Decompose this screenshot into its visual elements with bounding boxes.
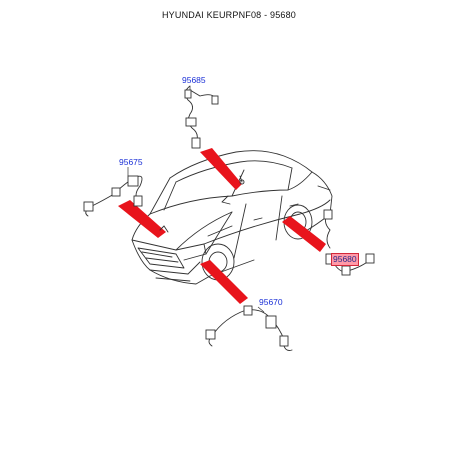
sensor-95675[interactable] [83,175,169,233]
car-illustration [131,150,333,285]
part-label-95685[interactable]: 95685 [182,75,206,85]
part-label-95670[interactable]: 95670 [259,297,283,307]
arrow-95675 [118,200,166,238]
arrow-95685 [200,148,242,190]
sensor-95670[interactable] [205,305,293,351]
page-title: HYUNDAI KEURPNF08 - 95680 [161,10,297,20]
arrow-95680 [282,216,326,252]
sensor-95680[interactable] [323,209,375,276]
part-label-95675[interactable]: 95675 [119,157,143,167]
sensor-95685[interactable] [184,85,245,185]
arrow-95670 [200,260,248,304]
part-label-95680[interactable]: 95680 [331,253,359,266]
callout-arrows [118,148,326,304]
